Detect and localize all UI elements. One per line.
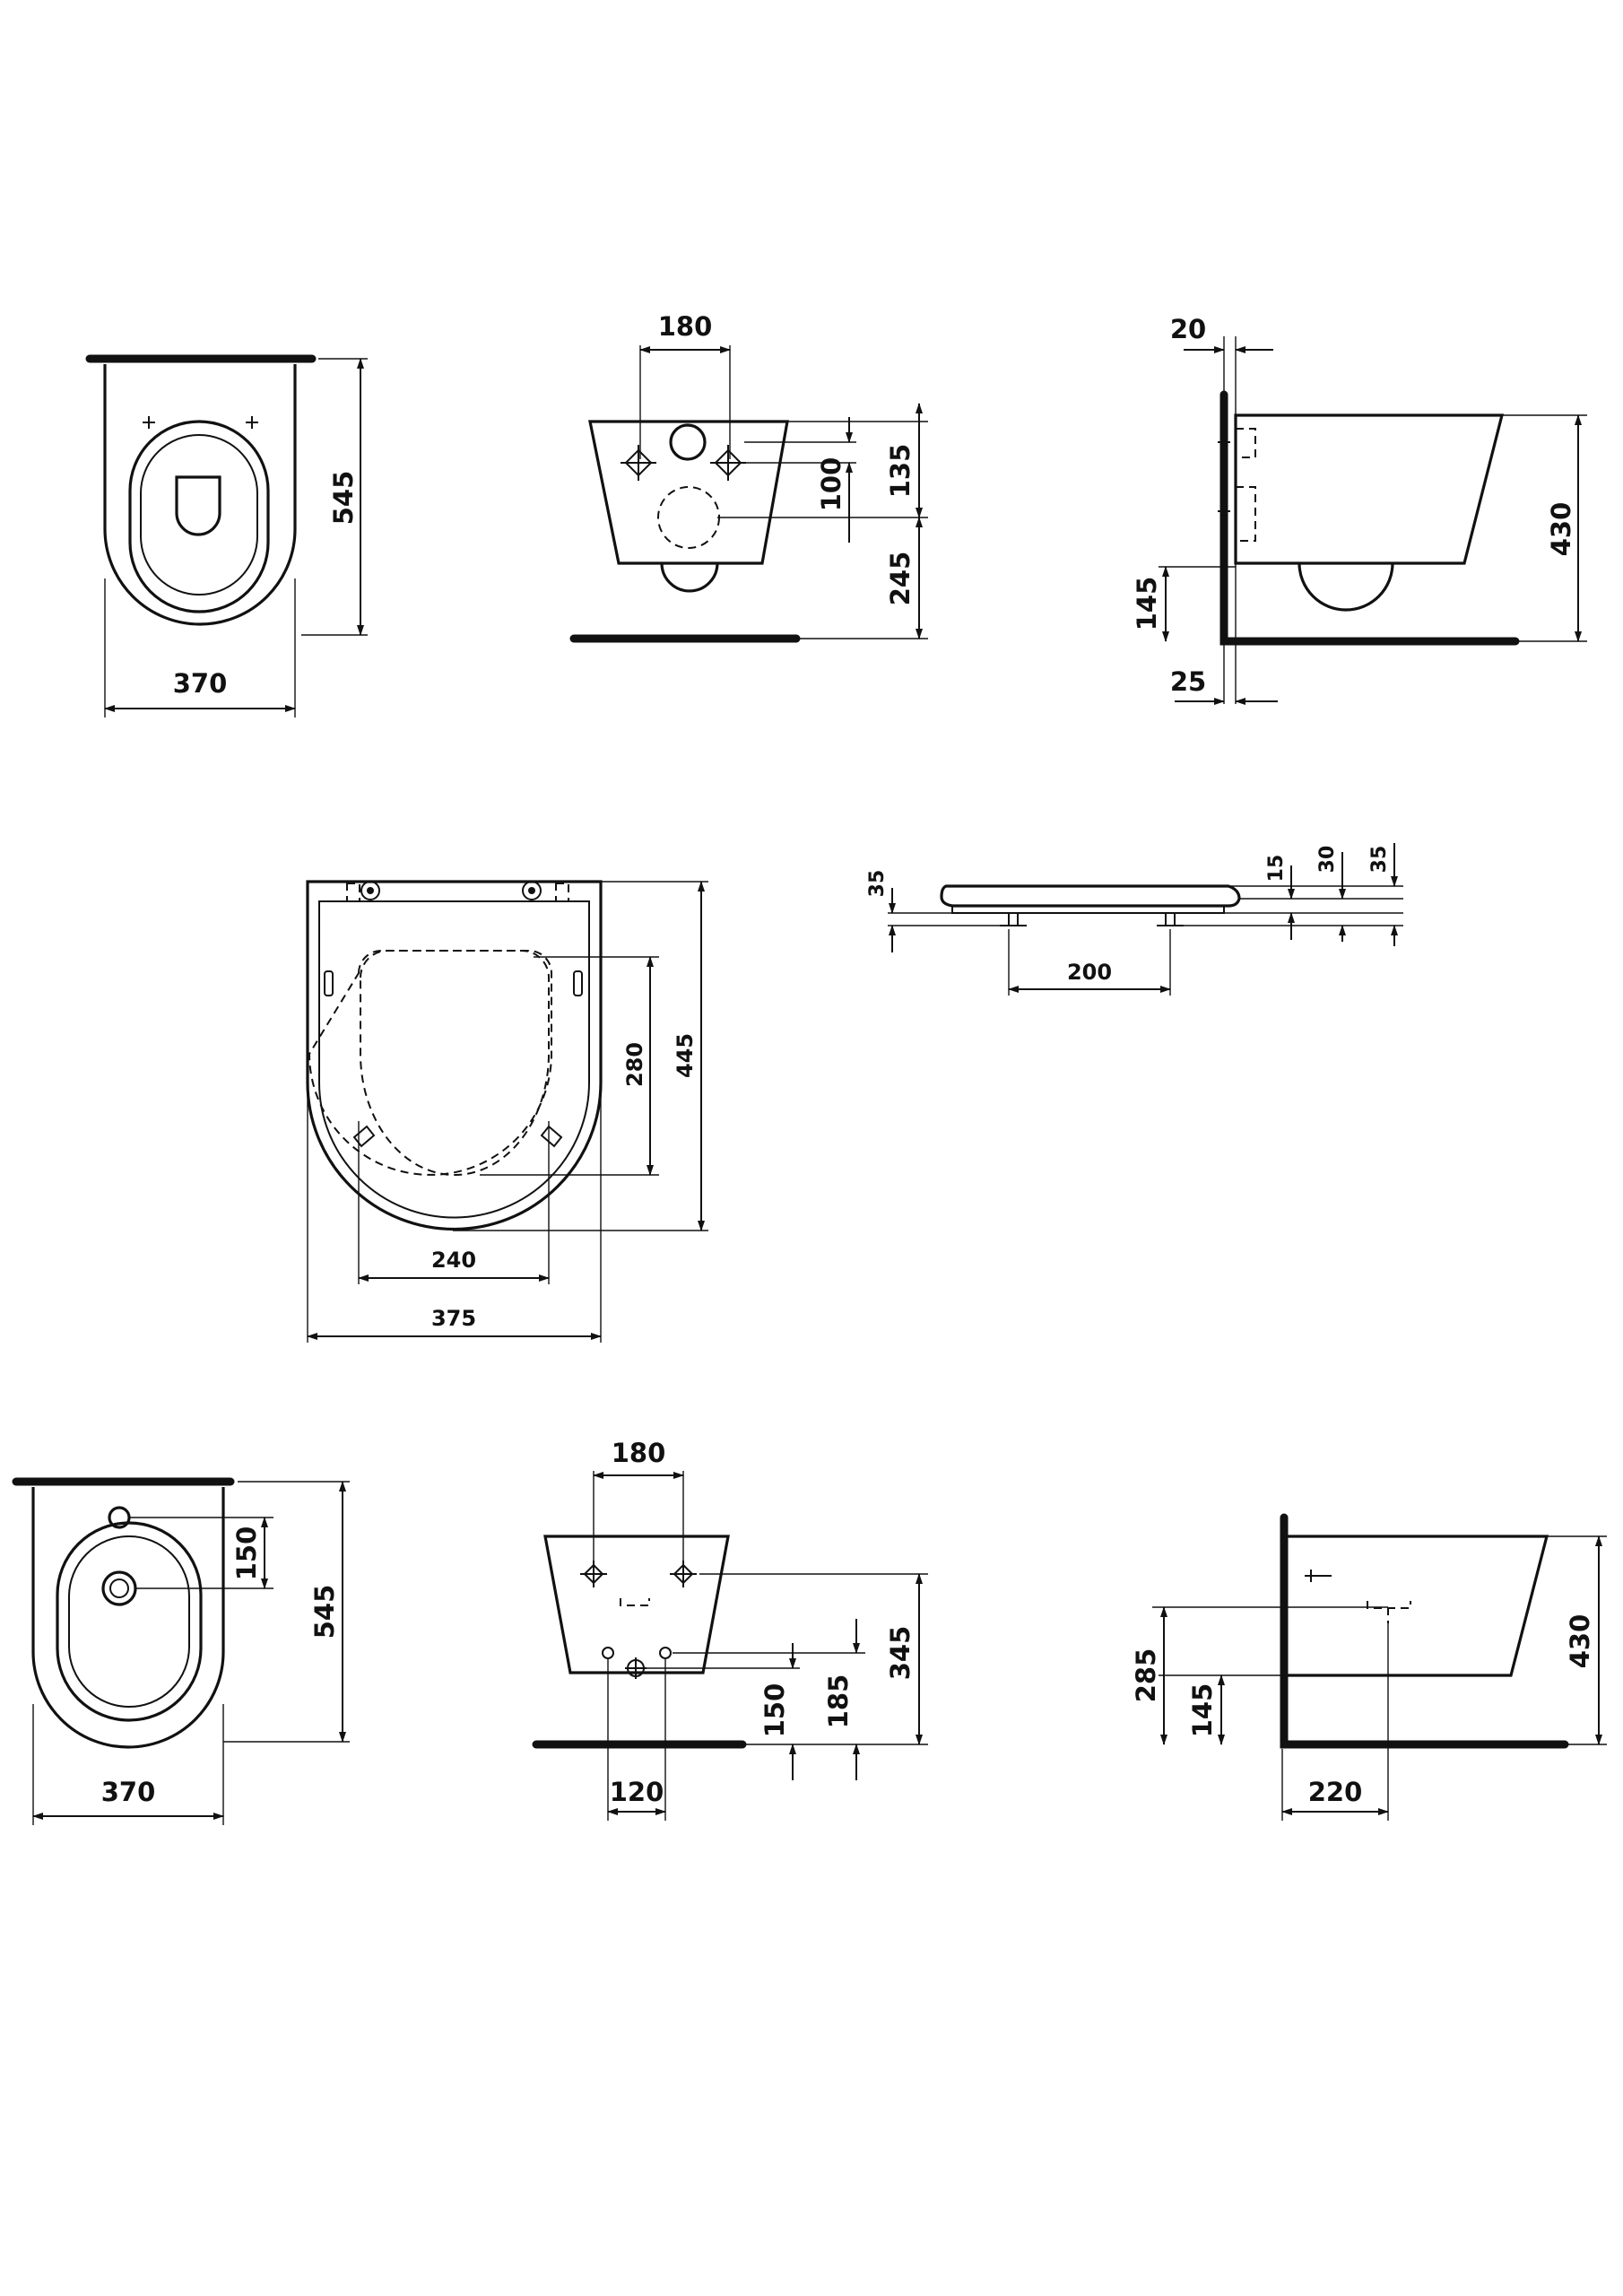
bidet-front-waste-label: 150 [759, 1683, 790, 1738]
seat-lid-label: 15 [1265, 855, 1288, 883]
bidet-front-view: 180 345 185 150 120 [532, 1438, 928, 1821]
seat-profile-view: 200 35 15 30 35 [866, 843, 1403, 996]
seat-overall-width-label: 375 [431, 1306, 476, 1331]
toilet-front-inlet-label: 100 [816, 457, 846, 512]
bidet-top-depth-label: 545 [309, 1585, 340, 1639]
bidet-side-height-label: 430 [1565, 1614, 1595, 1669]
seat-total-label: 35 [1368, 846, 1391, 874]
toilet-top-width-label: 370 [173, 668, 228, 699]
bidet-side-view: 285 145 430 220 [1131, 1513, 1607, 1821]
toilet-side-bottom-label: 25 [1170, 666, 1206, 697]
toilet-front-view: 180 100 135 245 [569, 311, 928, 643]
bidet-side-waste-label: 145 [1187, 1683, 1218, 1738]
toilet-side-height-label: 430 [1546, 502, 1576, 557]
toilet-front-spacing-label: 180 [658, 311, 713, 342]
toilet-top-depth-label: 545 [328, 471, 359, 526]
seat-plan-view: 280 445 240 375 [306, 880, 708, 1343]
seat-opening-depth-label: 280 [622, 1042, 647, 1087]
seat-buffer-label: 35 [866, 870, 889, 898]
bidet-front-spacing-label: 180 [612, 1438, 666, 1468]
bidet-side-supply-label: 285 [1131, 1648, 1161, 1703]
bidet-top-tap-label: 150 [231, 1526, 262, 1581]
toilet-front-top-label: 135 [885, 444, 916, 499]
seat-hinge-spacing-label: 200 [1067, 960, 1112, 985]
toilet-side-top-label: 20 [1170, 314, 1206, 344]
seat-overall-depth-label: 445 [673, 1033, 698, 1078]
bidet-side-projection-label: 220 [1308, 1777, 1363, 1807]
bidet-top-width-label: 370 [101, 1777, 156, 1807]
toilet-side-waste-label: 145 [1132, 577, 1162, 631]
seat-seat-label: 30 [1316, 846, 1339, 874]
bidet-top-view: 150 545 370 [12, 1477, 350, 1825]
toilet-front-floor-label: 245 [885, 552, 916, 606]
bidet-front-waste-spacing-label: 120 [610, 1777, 664, 1807]
seat-opening-width-label: 240 [431, 1248, 476, 1273]
toilet-top-view: 545 370 [85, 354, 368, 718]
toilet-side-view: 20 430 145 25 [1132, 314, 1587, 705]
bidet-front-supply-label: 185 [823, 1674, 854, 1729]
bidet-front-height-label: 345 [885, 1626, 916, 1681]
